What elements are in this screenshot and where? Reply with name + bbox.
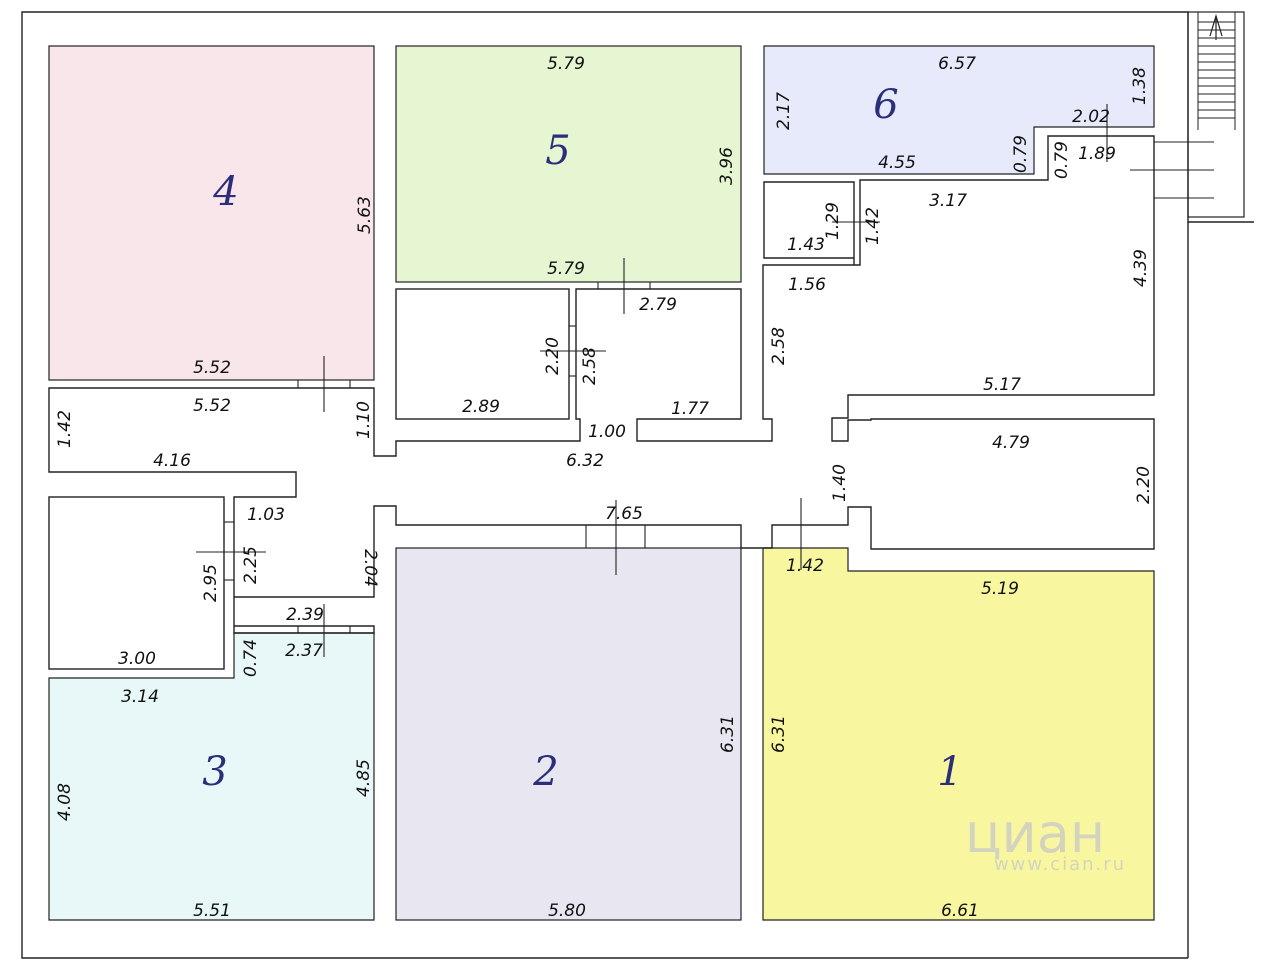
dimension-label: 5.52 bbox=[193, 396, 231, 416]
dimension-label: 5.80 bbox=[548, 901, 586, 921]
dimension-label: 1.38 bbox=[1130, 67, 1150, 105]
room-number-1: 1 bbox=[937, 749, 962, 795]
interior-walls bbox=[48, 135, 1155, 670]
dimension-label: 4.16 bbox=[153, 451, 191, 471]
dimension-label: 0.74 bbox=[241, 639, 261, 677]
room-6 bbox=[763, 45, 1155, 175]
dimension-label: 5.79 bbox=[547, 54, 585, 74]
dimension-label: 6.32 bbox=[566, 451, 604, 471]
dimension-label: 5.19 bbox=[981, 579, 1019, 599]
dimension-label: 3.17 bbox=[929, 191, 967, 211]
dimension-label: 3.14 bbox=[121, 687, 159, 707]
room-4 bbox=[48, 45, 375, 381]
staircase bbox=[1154, 11, 1245, 218]
dimension-label: 1.03 bbox=[247, 505, 285, 525]
dimension-label: 1.10 bbox=[354, 401, 374, 439]
outer-walls bbox=[21, 11, 1254, 959]
dimension-label: 4.55 bbox=[878, 153, 916, 173]
dimension-label: 3.96 bbox=[717, 147, 737, 185]
room-number-4: 4 bbox=[212, 169, 238, 215]
room-2 bbox=[395, 547, 742, 921]
dimension-label: 5.63 bbox=[355, 196, 375, 234]
room-1 bbox=[762, 547, 1155, 921]
dimension-label: 5.51 bbox=[193, 901, 231, 921]
dimension-label: 6.31 bbox=[769, 715, 789, 753]
dimension-label: 2.39 bbox=[286, 605, 324, 625]
dimension-label: 2.04 bbox=[360, 549, 380, 587]
dimension-label: 1.42 bbox=[55, 410, 75, 448]
dimension-label: 1.56 bbox=[788, 275, 826, 295]
dimension-label: 0.79 bbox=[1011, 135, 1031, 173]
dimension-label: 2.79 bbox=[639, 295, 677, 315]
dimension-label: 2.58 bbox=[580, 347, 600, 385]
dimension-label: 7.65 bbox=[605, 504, 643, 524]
dimension-label: 4.79 bbox=[992, 433, 1030, 453]
dimension-label: 2.95 bbox=[201, 564, 221, 602]
dimension-label: 5.52 bbox=[193, 358, 231, 378]
dimension-label: 2.89 bbox=[462, 397, 500, 417]
dimension-label: 6.61 bbox=[941, 901, 979, 921]
dimension-label: 1.43 bbox=[787, 235, 825, 255]
room-number-6: 6 bbox=[873, 82, 898, 128]
dimension-label: 6.31 bbox=[718, 715, 738, 753]
dimension-label: 1.42 bbox=[863, 207, 883, 245]
dimension-label: 2.17 bbox=[774, 92, 794, 130]
room-numbers: 4 5 6 3 2 1 bbox=[202, 82, 962, 795]
watermark-brand: циан bbox=[965, 802, 1105, 865]
dimension-label: 2.37 bbox=[285, 641, 323, 661]
dimension-label: 1.89 bbox=[1078, 144, 1116, 164]
watermark: циан www.cian.ru bbox=[965, 802, 1126, 875]
dimension-label: 2.02 bbox=[1072, 107, 1110, 127]
dimension-label: 4.85 bbox=[354, 759, 374, 797]
dimension-labels: 5.79 6.57 1.38 2.17 3.96 5.63 2.02 0.79 … bbox=[55, 54, 1154, 921]
dimension-label: 6.57 bbox=[938, 54, 976, 74]
watermark-site: www.cian.ru bbox=[994, 854, 1126, 875]
dimension-label: 2.20 bbox=[1134, 466, 1154, 504]
dimension-label: 1.00 bbox=[588, 422, 626, 442]
room-5 bbox=[395, 45, 742, 283]
dimension-label: 1.29 bbox=[823, 202, 843, 240]
dimension-label: 1.77 bbox=[671, 399, 709, 419]
dimension-label: 2.58 bbox=[769, 327, 789, 365]
dimension-label: 5.17 bbox=[983, 375, 1021, 395]
dimension-label: 5.79 bbox=[547, 259, 585, 279]
dimension-label: 1.42 bbox=[786, 556, 824, 576]
dimension-label: 2.25 bbox=[241, 546, 261, 584]
room-number-5: 5 bbox=[545, 128, 570, 174]
dimension-label: 4.39 bbox=[1131, 249, 1151, 287]
dimension-label: 2.20 bbox=[543, 337, 563, 375]
door-marks bbox=[196, 104, 1214, 657]
room-number-3: 3 bbox=[202, 749, 227, 795]
rooms bbox=[48, 45, 1155, 921]
dimension-label: 4.08 bbox=[55, 783, 75, 821]
dimension-label: 3.00 bbox=[118, 649, 156, 669]
room-number-2: 2 bbox=[532, 749, 558, 795]
dimension-label: 0.79 bbox=[1052, 141, 1072, 179]
dimension-label: 1.40 bbox=[830, 464, 850, 502]
